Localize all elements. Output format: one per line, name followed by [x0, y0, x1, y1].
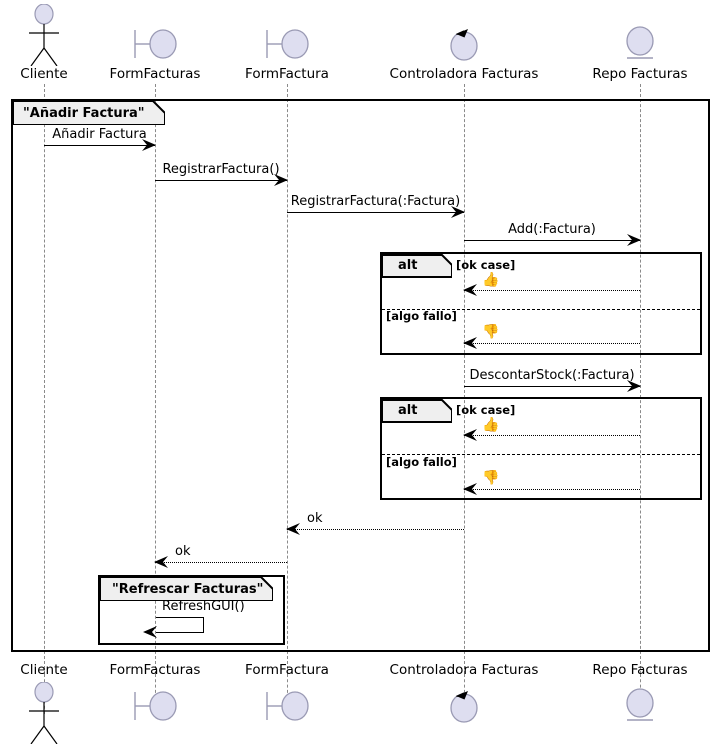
participant-head-repo-facturas[interactable]: Repo Facturas [530, 20, 717, 82]
thumbs-down-icon: 👎 [482, 470, 500, 486]
participant-label: Repo Facturas [592, 66, 688, 82]
guard-algo-fallo-1: [algo fallo] [386, 309, 457, 323]
message-line [155, 180, 287, 181]
arrowhead-left-icon [463, 337, 477, 349]
boundary-icon [177, 682, 397, 728]
participant-label: Cliente [20, 662, 68, 678]
frame-tag-shape [13, 101, 165, 125]
participant-foot-formfactura[interactable]: FormFactura [177, 662, 397, 728]
message-refreshgui-self[interactable]: RefreshGUI() [143, 599, 245, 638]
participant-head-controladora-facturas[interactable]: Controladora Facturas [354, 20, 574, 82]
alt-divider [382, 454, 700, 455]
frame-anadir-factura: "Añadir Factura" [11, 99, 710, 652]
message-line [464, 386, 640, 387]
participant-foot-controladora-facturas[interactable]: Controladora Facturas [354, 662, 574, 728]
lifeline-line [464, 84, 465, 674]
participant-label: Controladora Facturas [389, 662, 539, 678]
guard-ok-case-1: [ok case] [456, 258, 516, 272]
arrowhead-left-icon [463, 429, 477, 441]
participant-label: FormFacturas [109, 662, 201, 678]
boundary-icon [177, 20, 397, 66]
participant-label: Repo Facturas [592, 662, 688, 678]
message-line [464, 489, 640, 490]
message-label: RefreshGUI() [162, 599, 245, 614]
boundary-icon [45, 682, 265, 728]
arrowhead-right-icon [627, 234, 641, 246]
participant-label: FormFacturas [109, 66, 201, 82]
arrowhead-right-icon [627, 380, 641, 392]
arrowhead-right-icon [451, 206, 465, 218]
message-label: RegistrarFactura() [162, 162, 280, 177]
guard-algo-fallo-2: [algo fallo] [386, 455, 457, 469]
message-line [464, 435, 640, 436]
boundary-icon [45, 20, 265, 66]
lifeline-line [44, 84, 45, 674]
participant-head-formfacturas[interactable]: FormFacturas [45, 20, 265, 82]
message-line [464, 240, 640, 241]
thumbs-up-icon: 👍 [482, 417, 500, 433]
alt-fragment-1: alt [380, 252, 702, 355]
message-label: RegistrarFactura(:Factura) [290, 194, 461, 209]
alt-operator-label: alt [398, 403, 418, 418]
arrowhead-right-icon [142, 139, 156, 151]
actor-stick-figure-icon [0, 682, 154, 744]
alt-tag-shape [382, 254, 452, 278]
alt-tag-shape [382, 399, 452, 423]
frame-refrescar-facturas: "Refrescar Facturas" [98, 575, 285, 645]
message-label: Add(:Factura) [508, 222, 596, 237]
entity-icon [530, 20, 717, 66]
message-label: ok [307, 511, 323, 526]
participant-foot-cliente[interactable]: Cliente [0, 662, 154, 744]
message-line [44, 145, 155, 146]
arrowhead-left-icon [286, 523, 300, 535]
message-label: DescontarStock(:Factura) [469, 368, 635, 383]
actor-stick-figure-icon [0, 4, 154, 66]
alt-operator-label: alt [398, 258, 418, 273]
alt-divider [382, 309, 700, 310]
control-icon [354, 20, 574, 66]
frame-tag-shape [100, 577, 273, 601]
arrowhead-left-icon [463, 483, 477, 495]
participant-foot-repo-facturas[interactable]: Repo Facturas [530, 662, 717, 728]
guard-ok-case-2: [ok case] [456, 403, 516, 417]
message-label: ok [175, 544, 191, 559]
participant-label: FormFactura [245, 662, 329, 678]
control-icon [354, 682, 574, 728]
message-line [464, 290, 640, 291]
participant-head-cliente[interactable]: Cliente [0, 4, 154, 82]
participant-label: FormFactura [245, 66, 329, 82]
message-label: Añadir Factura [52, 127, 147, 142]
arrowhead-left-icon [463, 284, 477, 296]
participant-head-formfactura[interactable]: FormFactura [177, 20, 397, 82]
arrowhead-left-icon [143, 626, 157, 638]
message-line [287, 212, 464, 213]
message-line [155, 562, 287, 563]
thumbs-down-icon: 👎 [482, 324, 500, 340]
participant-foot-formfacturas[interactable]: FormFacturas [45, 662, 265, 728]
message-line [464, 343, 640, 344]
alt-fragment-2: alt [380, 397, 702, 500]
arrowhead-left-icon [154, 556, 168, 568]
frame-label: "Añadir Factura" [23, 106, 145, 121]
lifeline-line [287, 84, 288, 674]
thumbs-up-icon: 👍 [482, 272, 500, 288]
lifeline-line [155, 84, 156, 674]
participant-label: Cliente [20, 66, 68, 82]
frame-label: "Refrescar Facturas" [112, 582, 264, 597]
lifeline-line [640, 84, 641, 674]
message-line [287, 529, 464, 530]
arrowhead-right-icon [274, 174, 288, 186]
participant-label: Controladora Facturas [389, 66, 539, 82]
entity-icon [530, 682, 717, 728]
